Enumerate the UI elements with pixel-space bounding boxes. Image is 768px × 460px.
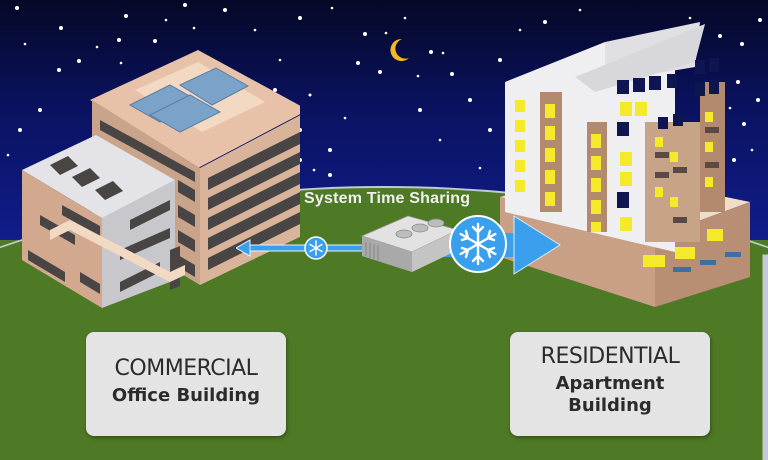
commercial-label-sub: Office Building	[111, 385, 261, 406]
moon-icon	[390, 38, 409, 61]
apartment-building-icon	[500, 22, 750, 307]
residential-label-main: RESIDENTIAL	[540, 344, 680, 369]
flow-title: System Time Sharing	[304, 190, 471, 207]
residential-label-box: RESIDENTIAL Apartment Building	[510, 332, 710, 436]
commercial-label-box: COMMERCIAL Office Building	[86, 332, 286, 436]
snowflake-icon	[449, 215, 507, 273]
residential-label-sub-line2: Building	[568, 395, 652, 416]
office-building-icon	[22, 50, 300, 308]
commercial-label-main: COMMERCIAL	[114, 356, 258, 381]
hvac-condenser-unit-icon	[360, 215, 460, 272]
snowflake-icon	[304, 236, 328, 260]
stars-decoration	[6, 3, 762, 212]
small-flow-arrow	[236, 239, 366, 257]
residential-label-sub-line1: Apartment	[555, 373, 665, 394]
